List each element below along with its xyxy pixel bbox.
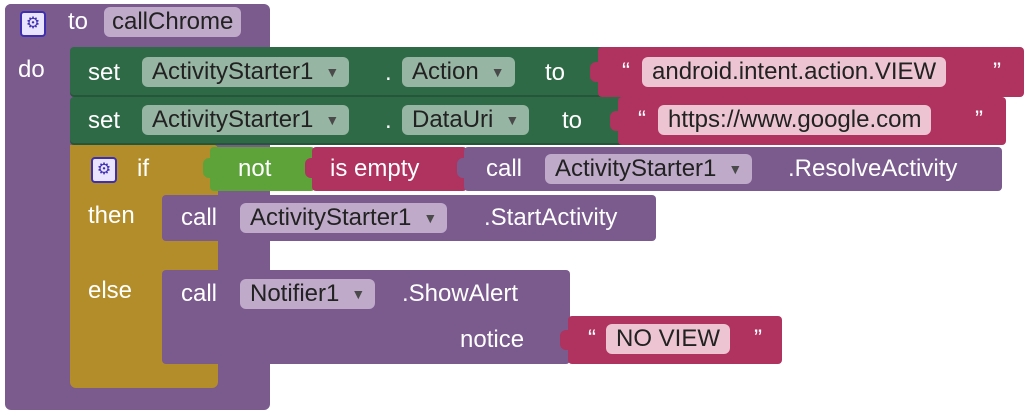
text-value-datauri: https://www.google.com [668, 106, 922, 133]
text-field-datauri[interactable]: https://www.google.com [658, 105, 932, 135]
open-quote: “ [588, 325, 596, 352]
set1-property-dropdown[interactable]: Action ▼ [402, 57, 515, 87]
gear-icon[interactable]: ⚙ [20, 11, 46, 37]
set2-property: DataUri [412, 106, 494, 133]
set2-dot: . [385, 107, 392, 134]
start-method: .StartActivity [484, 204, 618, 231]
is-empty-block[interactable] [312, 147, 467, 191]
set1-dot: . [385, 59, 392, 86]
dropdown-arrow-icon: ▼ [423, 210, 438, 226]
alert-method: .ShowAlert [402, 280, 519, 307]
close-quote: ” [993, 58, 1001, 85]
if-label: if [137, 155, 149, 182]
procedure-name: callChrome [112, 8, 234, 35]
close-quote: ” [975, 106, 983, 133]
alert-component: Notifier1 [250, 280, 340, 307]
start-component: ActivityStarter1 [250, 204, 412, 231]
set1-property: Action [412, 58, 479, 85]
is-empty-label: is empty [330, 155, 420, 182]
set2-to-label: to [562, 107, 583, 134]
procedure-to-label: to [68, 8, 89, 35]
dropdown-arrow-icon: ▼ [325, 64, 340, 80]
procedure-do-label: do [18, 56, 45, 83]
call-resolve-notch [457, 158, 465, 178]
alert-call-label: call [181, 280, 218, 307]
text-field-action[interactable]: android.intent.action.VIEW [642, 57, 947, 87]
open-quote: “ [638, 106, 646, 133]
not-block[interactable] [210, 147, 315, 191]
set1-component: ActivityStarter1 [152, 58, 314, 85]
procedure-name-field[interactable]: callChrome [104, 7, 242, 37]
else-label: else [88, 277, 133, 304]
not-label: not [238, 155, 272, 182]
text-field-no-view[interactable]: NO VIEW [606, 324, 731, 354]
notice-arg-label: notice [460, 326, 525, 353]
set2-property-dropdown[interactable]: DataUri ▼ [402, 105, 530, 135]
is-empty-notch [305, 158, 313, 178]
text-block-notch [560, 330, 568, 350]
text-block-notch [610, 111, 618, 131]
set2-component-dropdown[interactable]: ActivityStarter1 ▼ [142, 105, 350, 135]
resolve-method: .ResolveActivity [788, 155, 958, 182]
close-quote: ” [754, 325, 762, 352]
dropdown-arrow-icon: ▼ [505, 112, 520, 128]
set1-to-label: to [545, 59, 566, 86]
start-call-label: call [181, 204, 218, 231]
resolve-call-label: call [486, 155, 523, 182]
text-value-action: android.intent.action.VIEW [652, 58, 937, 85]
gear-icon[interactable]: ⚙ [91, 157, 117, 183]
set2-set-label: set [88, 107, 121, 134]
dropdown-arrow-icon: ▼ [325, 112, 340, 128]
then-label: then [88, 202, 135, 229]
set1-component-dropdown[interactable]: ActivityStarter1 ▼ [142, 57, 350, 87]
text-value-no-view: NO VIEW [616, 325, 721, 352]
dropdown-arrow-icon: ▼ [728, 161, 743, 177]
dropdown-arrow-icon: ▼ [351, 286, 366, 302]
set2-component: ActivityStarter1 [152, 106, 314, 133]
open-quote: “ [622, 58, 630, 85]
text-block-notch [590, 62, 598, 82]
set1-set-label: set [88, 59, 121, 86]
not-block-notch [203, 158, 211, 178]
resolve-component-dropdown[interactable]: ActivityStarter1 ▼ [545, 154, 753, 184]
dropdown-arrow-icon: ▼ [490, 64, 505, 80]
resolve-component: ActivityStarter1 [555, 155, 717, 182]
start-component-dropdown[interactable]: ActivityStarter1 ▼ [240, 203, 448, 233]
alert-component-dropdown[interactable]: Notifier1 ▼ [240, 279, 376, 309]
